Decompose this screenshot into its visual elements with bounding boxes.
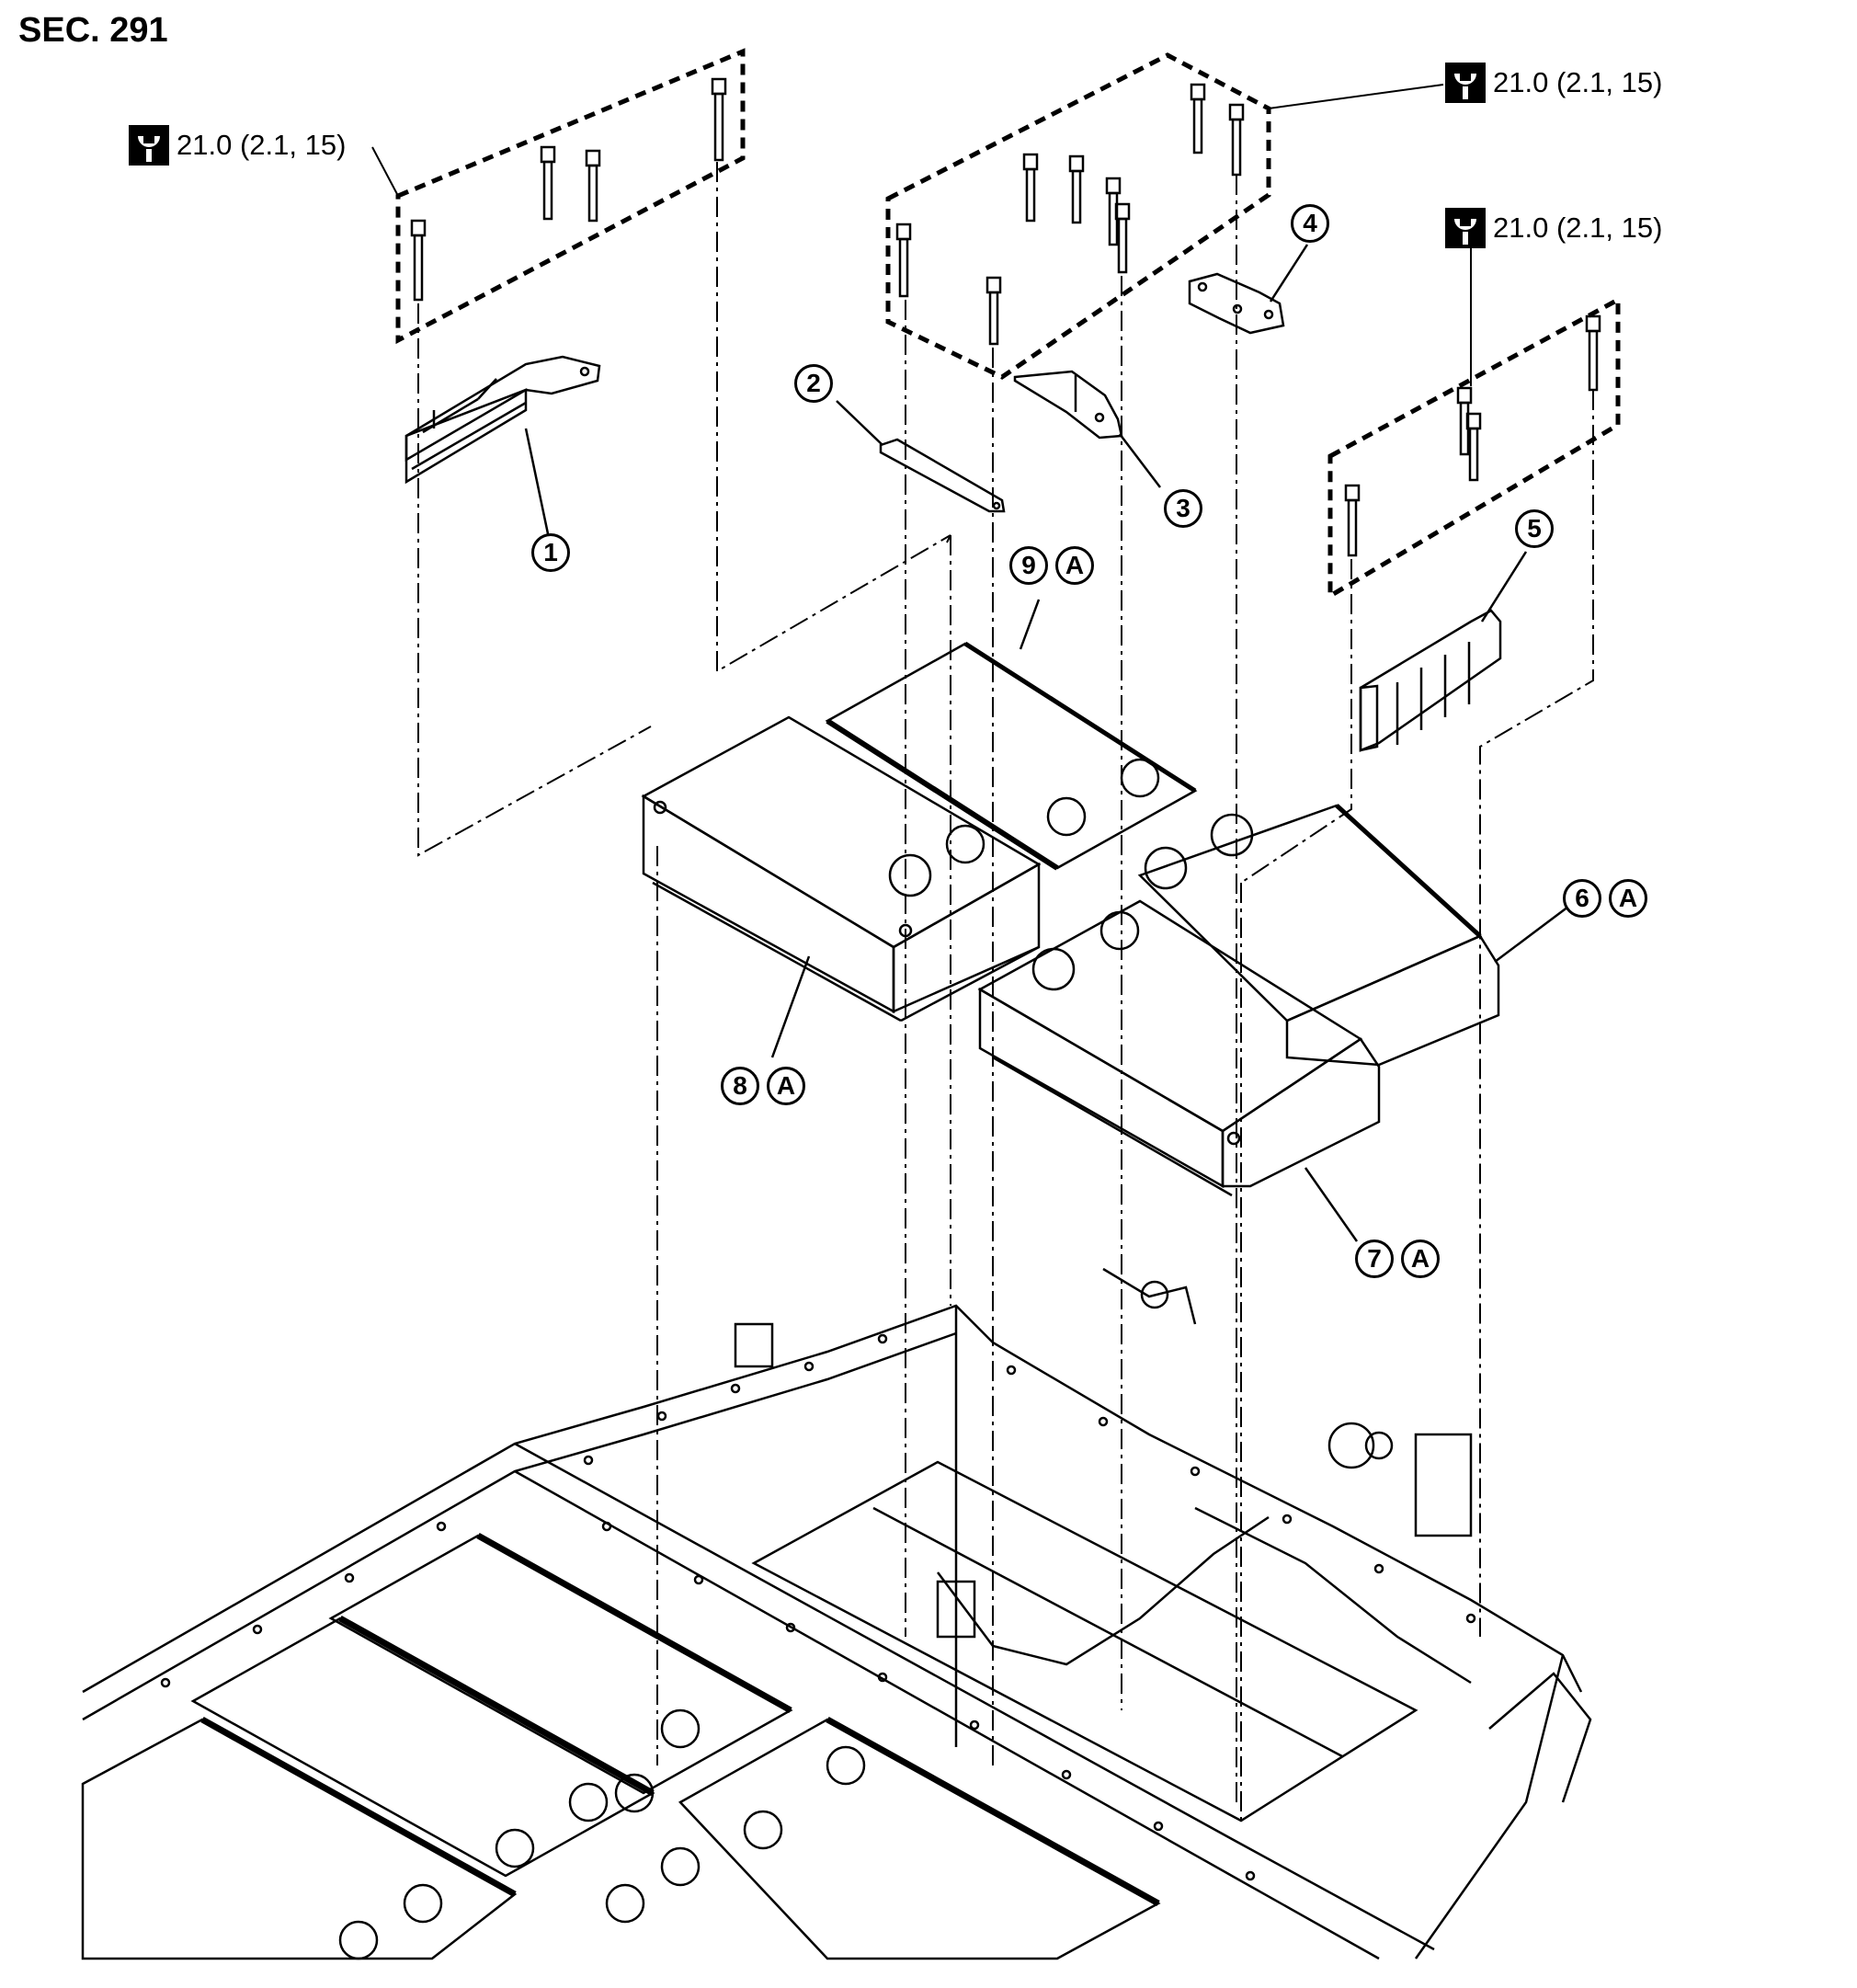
reference-mark: A: [1401, 1240, 1440, 1278]
part-5-bracket: [1359, 551, 1528, 752]
reference-mark: A: [1055, 546, 1094, 585]
part-number: 1: [531, 533, 570, 572]
part-number: 7: [1355, 1240, 1394, 1278]
callout-part-6: 6 A: [1563, 879, 1647, 918]
section-title: SEC. 291: [18, 11, 168, 50]
bolt-group-right: [1327, 295, 1621, 600]
part-2-bracket: [836, 400, 1006, 513]
torque-wrench-icon: [129, 125, 169, 166]
part-number: 2: [794, 364, 833, 403]
torque-label-top-right: 21.0 (2.1, 15): [1445, 63, 1662, 103]
torque-value: 21.0 (2.1, 15): [177, 129, 347, 161]
torque-label-left: 21.0 (2.1, 15): [129, 125, 346, 166]
part-number: 9: [1009, 546, 1048, 585]
part-7-battery-module: [977, 899, 1381, 1242]
torque-leaders: [371, 84, 1472, 386]
torque-wrench-icon: [1445, 208, 1486, 248]
part-number: 5: [1515, 509, 1554, 548]
bolt-group-center: [885, 52, 1271, 380]
bolt-group-left: [395, 48, 746, 345]
part-9-battery-module: [825, 599, 1198, 871]
part-3-bracket: [1013, 370, 1161, 488]
part-6-battery-module: [1137, 804, 1569, 1067]
torque-wrench-icon: [1445, 63, 1486, 103]
part-8-battery-module: [641, 715, 1042, 1058]
bolts: [410, 77, 1601, 557]
callout-part-2: 2: [794, 364, 833, 403]
part-number: 3: [1164, 489, 1202, 528]
callout-part-4: 4: [1291, 204, 1329, 243]
part-4-bracket: [1188, 244, 1309, 335]
callout-part-5: 5: [1515, 509, 1554, 548]
torque-value: 21.0 (2.1, 15): [1493, 66, 1663, 98]
part-1-bracket: [404, 355, 601, 543]
callout-part-1: 1: [531, 533, 570, 572]
callout-part-9: 9 A: [1009, 546, 1094, 585]
guide-lines: [417, 162, 1594, 1821]
callout-part-3: 3: [1164, 489, 1202, 528]
callout-part-8: 8 A: [721, 1067, 805, 1105]
callout-part-7: 7 A: [1355, 1240, 1440, 1278]
reference-mark: A: [767, 1067, 805, 1105]
reference-mark: A: [1609, 879, 1647, 918]
torque-label-right: 21.0 (2.1, 15): [1445, 208, 1662, 248]
torque-value: 21.0 (2.1, 15): [1493, 211, 1663, 244]
part-number: 4: [1291, 204, 1329, 243]
battery-case: [81, 1267, 1592, 1960]
part-number: 6: [1563, 879, 1601, 918]
part-number: 8: [721, 1067, 759, 1105]
